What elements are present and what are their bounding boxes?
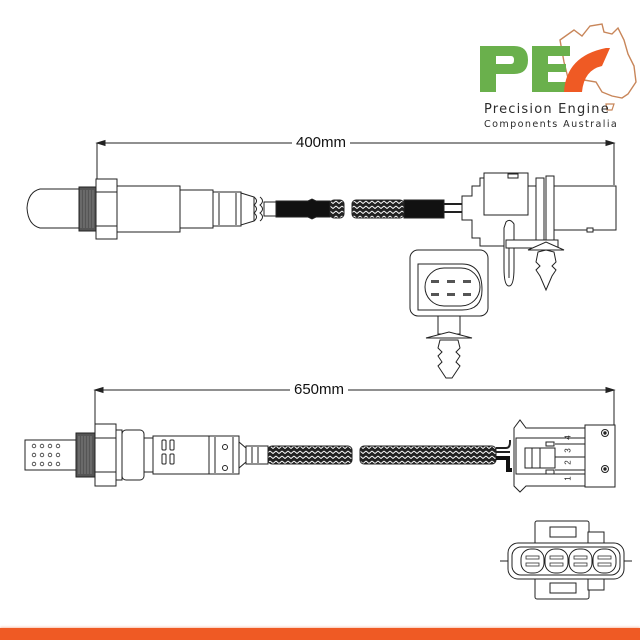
footer-bar [0, 628, 640, 640]
bottom-length-label: 650mm [290, 381, 349, 398]
pin-label-1: 1 [563, 476, 573, 481]
top-length-label: 400mm [292, 134, 351, 151]
brand-logo [478, 22, 638, 134]
brand-name: Precision Engine Components Australia [484, 102, 640, 131]
brand-name-line1: Precision Engine [484, 102, 610, 117]
pin-label-4: 4 [563, 435, 573, 440]
bottom-sensor [24, 386, 632, 600]
brand-name-line2: Components Australia [484, 119, 619, 130]
pin-label-2: 2 [563, 460, 573, 465]
pin-label-3: 3 [563, 448, 573, 453]
top-sensor [26, 139, 617, 379]
pe-logo-icon [480, 23, 637, 111]
